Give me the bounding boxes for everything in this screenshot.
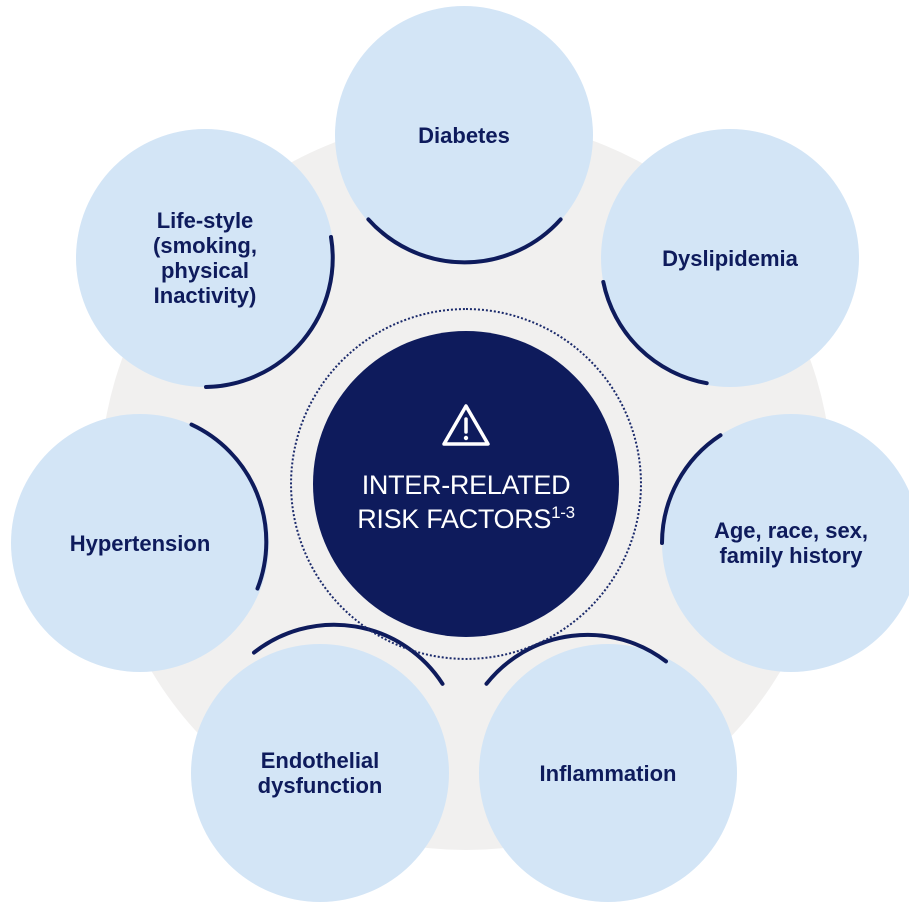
factor-endothelial-dysfunction: Endothelial dysfunction [191,644,449,902]
factor-diabetes: Diabetes [335,6,593,264]
factor-hypertension: Hypertension [11,414,269,672]
center-title-line-1: INTER-RELATED [361,470,571,500]
factor-inflammation: Inflammation [479,644,737,902]
factor-label: Dyslipidemia [662,245,798,271]
factor-label: Age, race, sex, family history [713,518,869,568]
center-hub: INTER-RELATED RISK FACTORS1-3 [313,331,619,637]
warning-triangle-icon [442,404,490,446]
factor-lifestyle: Life-style (smoking, physical Inactivity… [76,129,334,387]
center-title-line-2: RISK FACTORS1-3 [357,502,575,536]
factor-label: Diabetes [418,122,510,148]
factor-label: Life-style (smoking, physical Inactivity… [153,208,257,308]
factor-label: Endothelial dysfunction [257,748,383,798]
factor-age-race-sex-family-history: Age, race, sex, family history [662,414,909,672]
factor-label: Inflammation [539,760,677,786]
reference-superscript: 1-3 [551,503,575,522]
center-title-text: RISK FACTORS [357,504,552,534]
factor-label: Hypertension [69,530,211,556]
dotted-ring [290,308,642,660]
factor-dyslipidemia: Dyslipidemia [601,129,859,387]
